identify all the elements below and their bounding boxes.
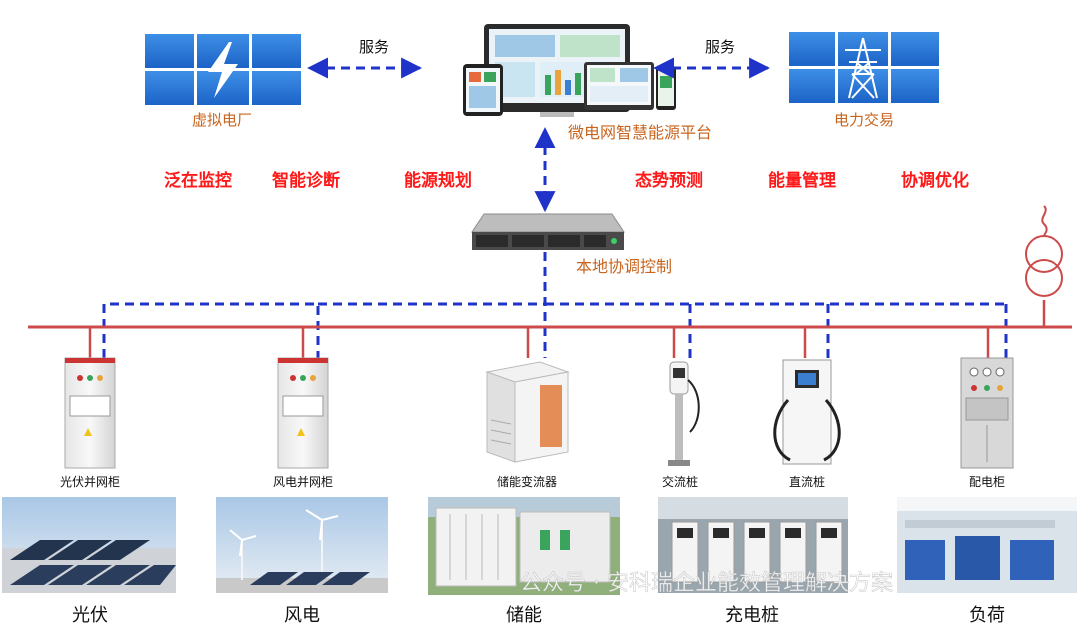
dc-charging-pile [773,359,841,465]
power-tower-icon [845,37,881,99]
controller-device [471,213,625,250]
controller-label: 本地协调控制 [576,257,672,276]
scene-label: 光伏 [72,605,108,626]
pv-scene [2,497,176,593]
equipment-label: 光伏并网柜 [60,475,120,489]
platform-devices [463,24,676,117]
wind-scene [216,497,388,593]
virtual-plant-wall [143,32,303,107]
equipment-label: 配电柜 [969,475,1005,489]
function-item: 态势预测 [635,170,703,191]
scene-label: 储能 [506,605,542,626]
virtual-plant-label: 虚拟电厂 [192,111,252,129]
function-item: 能源规划 [404,170,472,191]
ac-charging-pile [668,361,700,466]
wind-grid-cabinet [277,357,329,469]
charging-scene [658,497,848,593]
scene-label: 充电桩 [725,605,779,626]
power-trading-label: 电力交易 [834,111,894,129]
equipment-label: 风电并网柜 [273,475,333,489]
equipment-label: 交流桩 [662,474,698,489]
equipment-label: 储能变流器 [497,474,557,489]
function-list: 泛在监控 智能诊断 能源规划 态势预测 能量管理 协调优化 [164,170,969,191]
distribution-cabinet [960,357,1014,469]
power-bus [28,300,1072,358]
scene-label: 风电 [284,605,320,626]
scene-label: 负荷 [969,605,1005,626]
function-item: 泛在监控 [164,170,232,191]
transformer-icon [1025,205,1063,297]
left-service-label: 服务 [359,38,389,56]
watermark: 公众号 · 安科瑞企业能效管理解决方案 [520,571,893,596]
pv-grid-cabinet [64,357,116,469]
load-scene [897,497,1077,593]
platform-label: 微电网智慧能源平台 [568,123,712,142]
function-item: 协调优化 [901,170,969,191]
right-service-label: 服务 [705,38,735,56]
storage-converter [485,361,570,463]
function-item: 能量管理 [768,170,836,191]
power-trading-wall [787,30,941,106]
storage-scene [428,497,620,595]
lightning-icon [208,42,238,98]
function-item: 智能诊断 [272,170,340,191]
communication-network [102,252,1008,358]
equipment-label: 直流桩 [789,474,825,489]
